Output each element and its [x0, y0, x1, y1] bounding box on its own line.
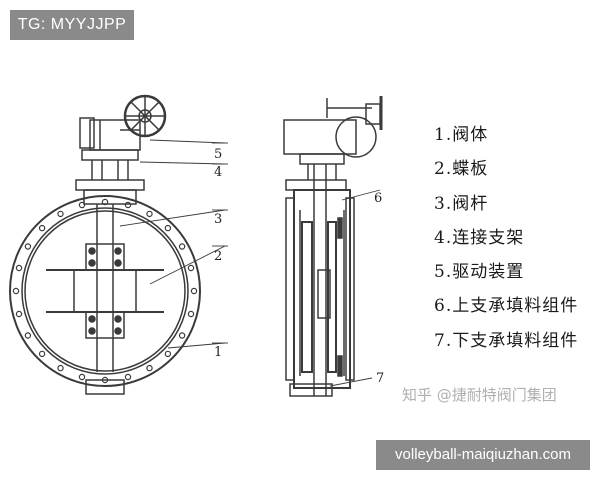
handwheel	[123, 94, 167, 138]
bolt-hole	[146, 364, 153, 372]
bolt-hole	[146, 210, 153, 218]
bolt-hole	[190, 287, 198, 295]
callout-1: 1	[214, 345, 223, 360]
side-view	[283, 96, 383, 397]
zhihu-watermark: 知乎 @捷耐特阀门集团	[402, 386, 557, 404]
front-leaders	[119, 139, 228, 349]
bolt-hole	[24, 243, 32, 250]
side-body	[285, 189, 355, 397]
callout-3: 3	[214, 212, 223, 227]
valve-body	[9, 195, 201, 395]
bolt-hole	[124, 373, 132, 381]
callout-6: 6	[374, 191, 383, 206]
bolt-hole	[124, 201, 132, 209]
side-leaders	[329, 189, 381, 387]
bolt-hole	[57, 210, 64, 218]
bolt-hole	[57, 364, 64, 372]
bolt-hole	[12, 287, 20, 295]
legend-item: 1.阀体	[434, 125, 489, 145]
bolt-hole	[187, 264, 195, 272]
legend-item: 5.驱动装置	[434, 262, 525, 283]
drive-device	[79, 117, 141, 151]
valve-stem	[96, 204, 114, 372]
bolt-hole	[38, 350, 46, 358]
legend-item: 6.上支承填料组件	[434, 296, 579, 317]
side-handwheel	[326, 96, 383, 130]
bolt-hole	[78, 201, 86, 209]
legend-item: 4.连接支架	[434, 227, 525, 248]
side-stem	[313, 164, 327, 396]
bolt-hole	[187, 310, 195, 318]
bolt-hole	[101, 198, 109, 206]
callout-4: 4	[214, 165, 223, 180]
callout-5: 5	[214, 147, 223, 162]
valve-disc	[46, 243, 164, 339]
bolt-hole	[164, 224, 172, 232]
legend-item: 3.阀杆	[434, 193, 489, 214]
callout-7: 7	[376, 371, 385, 386]
connecting-bracket	[75, 149, 145, 205]
bolt-hole	[178, 332, 186, 339]
legend-item: 7.下支承填料组件	[434, 330, 579, 351]
bolt-hole	[15, 264, 23, 272]
url-banner[interactable]: volleyball-maiqiuzhan.com	[376, 440, 590, 470]
bolt-hole	[24, 332, 32, 339]
front-view	[9, 94, 228, 395]
bolt-hole	[15, 310, 23, 318]
callout-2: 2	[214, 249, 223, 264]
bolt-hole	[164, 350, 172, 358]
bolt-hole	[38, 224, 46, 232]
side-disc	[301, 217, 343, 377]
legend-item: 2.蝶板	[434, 159, 489, 180]
bolt-hole	[178, 243, 186, 250]
parts-legend: 1.阀体 2.蝶板 3.阀杆 4.连接支架 5.驱动装置 6.上支承填料组件 7…	[434, 118, 578, 358]
bolt-hole	[78, 373, 86, 381]
side-drive	[283, 116, 377, 191]
telegram-badge: TG: MYYJJPP	[10, 10, 134, 40]
